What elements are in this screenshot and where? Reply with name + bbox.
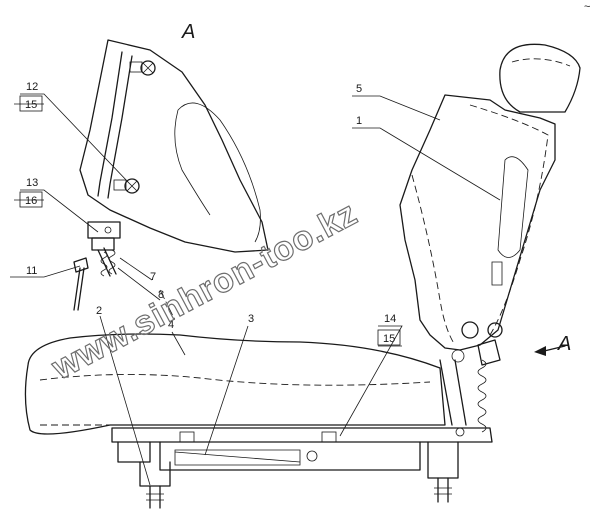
callout-2: 2 (96, 305, 102, 317)
leader-lines (10, 93, 501, 486)
callout-1: 1 (356, 115, 362, 127)
view-label-right: A (557, 333, 571, 355)
callout-11: 11 (26, 265, 37, 277)
seat-cushion (24, 333, 446, 435)
callout-15-box (19, 95, 43, 112)
callout-15-top: 15 (25, 99, 37, 111)
corner-mark: ~ (584, 1, 590, 13)
watermark: www.sinhron-too.kz (45, 194, 364, 388)
callout-13: 13 (26, 177, 38, 189)
callout-7: 7 (150, 271, 156, 283)
seat-back (399, 43, 581, 437)
callouts: A A ~ 12 15 13 16 11 7 8 2 3 4 5 1 14 15 (19, 1, 590, 355)
callout-16: 16 (25, 195, 37, 207)
callout-5: 5 (356, 83, 362, 95)
view-a-backrest-detail (73, 39, 269, 321)
callout-16-box (19, 191, 43, 208)
callout-3: 3 (248, 313, 254, 325)
adjuster-mechanism (73, 221, 121, 311)
top-bolt (129, 60, 156, 76)
callout-8: 8 (158, 289, 164, 301)
callout-15-bottom-box (377, 329, 401, 346)
callout-15-bottom: 15 (383, 333, 395, 345)
view-label-top: A (181, 21, 195, 43)
middle-bolt (113, 178, 140, 194)
seat-frame (111, 427, 493, 509)
callout-4: 4 (168, 319, 174, 331)
callout-12: 12 (26, 81, 38, 93)
callout-14: 14 (384, 313, 396, 325)
